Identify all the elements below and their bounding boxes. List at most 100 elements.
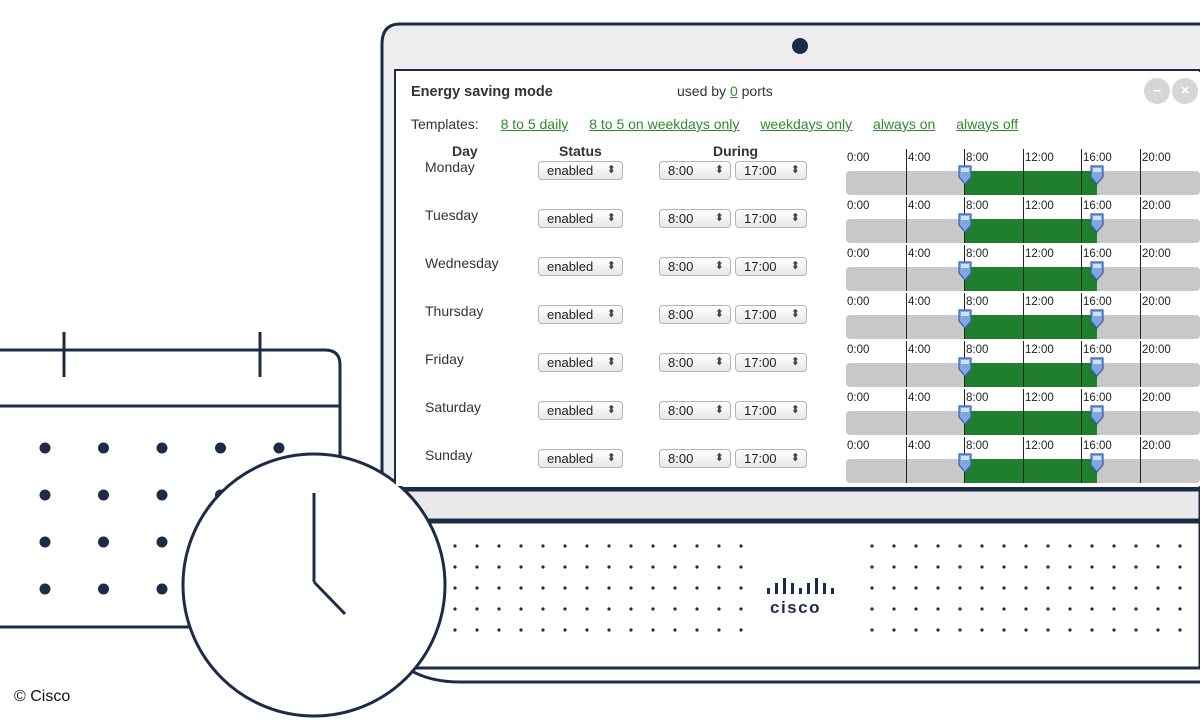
status-select[interactable]: enabled⬍ (538, 353, 623, 372)
minimize-button[interactable]: – (1144, 78, 1170, 104)
speaker-dot (519, 586, 523, 590)
from-time-select[interactable]: 8:00⬍ (659, 449, 731, 468)
template-8-to-5-weekdays[interactable]: 8 to 5 on weekdays only (589, 116, 740, 132)
speaker-dot (739, 607, 743, 611)
day-label: Tuesday (425, 207, 479, 223)
cisco-logo-icon (767, 578, 834, 594)
end-handle[interactable] (1089, 308, 1105, 330)
speaker-dot (497, 628, 501, 632)
templates-bar: Templates: 8 to 5 daily 8 to 5 on weekda… (411, 116, 1035, 132)
select-arrows-icon: ⬍ (714, 308, 724, 320)
to-time-select[interactable]: 17:00⬍ (735, 209, 807, 228)
close-button[interactable]: × (1172, 78, 1198, 104)
end-handle[interactable] (1089, 404, 1105, 426)
hour-gridline (906, 341, 907, 387)
status-select[interactable]: enabled⬍ (538, 401, 623, 420)
speaker-dot (1134, 607, 1138, 611)
start-handle[interactable] (957, 356, 973, 378)
end-handle[interactable] (1089, 260, 1105, 282)
hour-gridline (1081, 341, 1082, 387)
to-time-select[interactable]: 17:00⬍ (735, 401, 807, 420)
hour-gridline (1023, 341, 1024, 387)
speaker-dot (717, 607, 721, 611)
speaker-dot (980, 565, 984, 569)
speaker-dot (1068, 586, 1072, 590)
speaker-dot (607, 607, 611, 611)
speaker-dot (695, 586, 699, 590)
hour-gridline (1140, 293, 1141, 339)
start-handle[interactable] (957, 404, 973, 426)
speaker-dot (1090, 607, 1094, 611)
hour-gridline (906, 245, 907, 291)
hour-tick-label: 12:00 (1025, 248, 1054, 260)
hour-tick-label: 4:00 (908, 296, 931, 308)
from-time-select[interactable]: 8:00⬍ (659, 305, 731, 324)
select-arrows-icon: ⬍ (790, 260, 800, 272)
end-handle[interactable] (1089, 452, 1105, 474)
start-handle[interactable] (957, 212, 973, 234)
speaker-dot (936, 607, 940, 611)
start-handle[interactable] (957, 308, 973, 330)
to-time-select[interactable]: 17:00⬍ (735, 257, 807, 276)
hour-tick-label: 16:00 (1083, 440, 1112, 452)
start-handle[interactable] (957, 452, 973, 474)
status-select[interactable]: enabled⬍ (538, 257, 623, 276)
speaker-dot (1090, 586, 1094, 590)
template-always-off[interactable]: always off (956, 116, 1019, 132)
hour-tick-label: 4:00 (908, 344, 931, 356)
speaker-dot (673, 628, 677, 632)
speaker-dot (717, 544, 721, 548)
speaker-dot (717, 586, 721, 590)
select-arrows-icon: ⬍ (790, 452, 800, 464)
status-select[interactable]: enabled⬍ (538, 161, 623, 180)
hour-gridline (906, 293, 907, 339)
end-handle[interactable] (1089, 164, 1105, 186)
start-handle[interactable] (957, 260, 973, 282)
hour-tick-label: 0:00 (847, 392, 870, 404)
hour-tick-label: 8:00 (966, 248, 989, 260)
template-always-on[interactable]: always on (873, 116, 936, 132)
end-handle[interactable] (1089, 356, 1105, 378)
template-weekdays-only[interactable]: weekdays only (760, 116, 853, 132)
calendar-day-dot (98, 489, 109, 501)
end-handle[interactable] (1089, 212, 1105, 234)
status-select[interactable]: enabled⬍ (538, 305, 623, 324)
speaker-dot (1156, 565, 1160, 569)
from-time-select[interactable]: 8:00⬍ (659, 209, 731, 228)
from-time-select[interactable]: 8:00⬍ (659, 401, 731, 420)
start-handle[interactable] (957, 164, 973, 186)
to-time-select[interactable]: 17:00⬍ (735, 449, 807, 468)
speaker-dot (914, 628, 918, 632)
speaker-dot (1134, 565, 1138, 569)
from-time-select[interactable]: 8:00⬍ (659, 161, 731, 180)
template-8-to-5-daily[interactable]: 8 to 5 daily (500, 116, 569, 132)
column-header-day: Day (452, 143, 478, 159)
to-time-select[interactable]: 17:00⬍ (735, 161, 807, 180)
status-select[interactable]: enabled⬍ (538, 449, 623, 468)
to-time-select[interactable]: 17:00⬍ (735, 353, 807, 372)
speaker-dot (936, 544, 940, 548)
from-time-select[interactable]: 8:00⬍ (659, 257, 731, 276)
hour-tick-label: 12:00 (1025, 152, 1054, 164)
speaker-dot (739, 586, 743, 590)
hour-gridline (1140, 341, 1141, 387)
from-time-select[interactable]: 8:00⬍ (659, 353, 731, 372)
status-select[interactable]: enabled⬍ (538, 209, 623, 228)
speaker-dot (739, 628, 743, 632)
speaker-dot (1156, 628, 1160, 632)
speaker-dot (607, 544, 611, 548)
active-range (965, 411, 1097, 435)
calendar-day-dot (156, 489, 168, 501)
to-time-select[interactable]: 17:00⬍ (735, 305, 807, 324)
speaker-dot (980, 628, 984, 632)
used-by-count-link[interactable]: 0 (729, 83, 738, 99)
